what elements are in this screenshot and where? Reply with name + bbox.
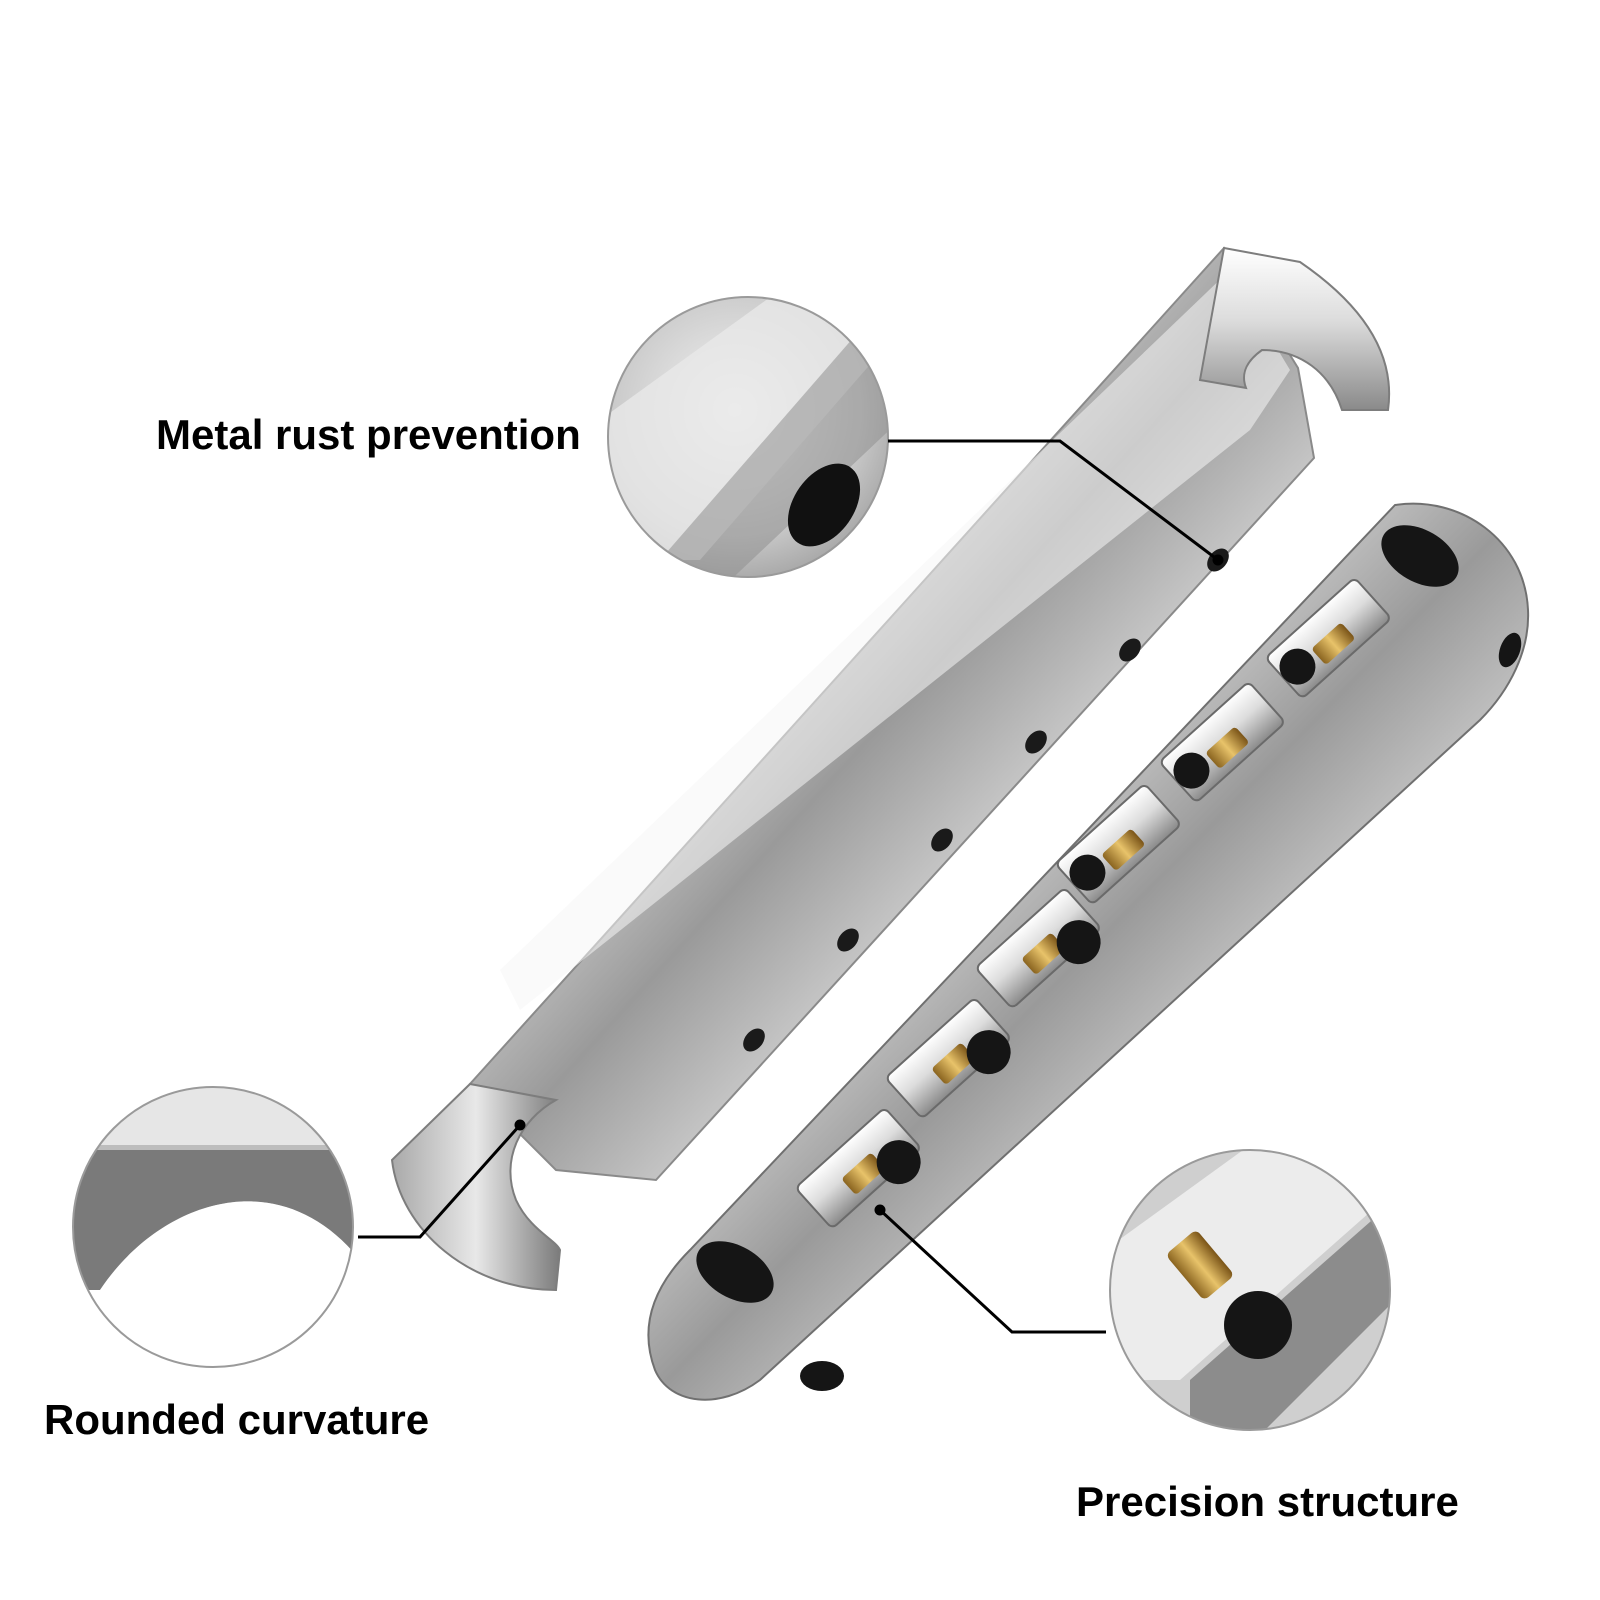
saddle-4 (976, 889, 1101, 1008)
leader-lines (358, 439, 1224, 1334)
saddle-5 (886, 999, 1011, 1118)
callout-rounded-curvature: Rounded curvature (44, 1396, 430, 1443)
tailpiece (390, 246, 1391, 1292)
magnifier-rust-prevention (607, 296, 889, 578)
saddle-3 (1056, 785, 1180, 904)
tailpiece-holes (743, 548, 1229, 1052)
leader-dot-precision (874, 1204, 886, 1216)
saddle-2 (1160, 683, 1284, 802)
magnifier-precision-structure (1109, 1149, 1391, 1431)
leader-line-precision (878, 1208, 1106, 1334)
leader-dot-rust (1212, 554, 1224, 566)
bridge-end-slots (696, 525, 1522, 1391)
saddle-1 (1266, 579, 1390, 698)
leader-line-curvature (358, 1124, 522, 1239)
leader-line-rust (888, 439, 1219, 562)
magnifier-rounded-curvature (72, 1086, 354, 1368)
callout-rust-prevention: Metal rust prevention (156, 411, 581, 458)
saddle-6 (796, 1109, 921, 1228)
leader-dot-curvature (514, 1119, 526, 1131)
callout-precision-structure: Precision structure (1076, 1478, 1459, 1525)
bridge (647, 502, 1530, 1401)
